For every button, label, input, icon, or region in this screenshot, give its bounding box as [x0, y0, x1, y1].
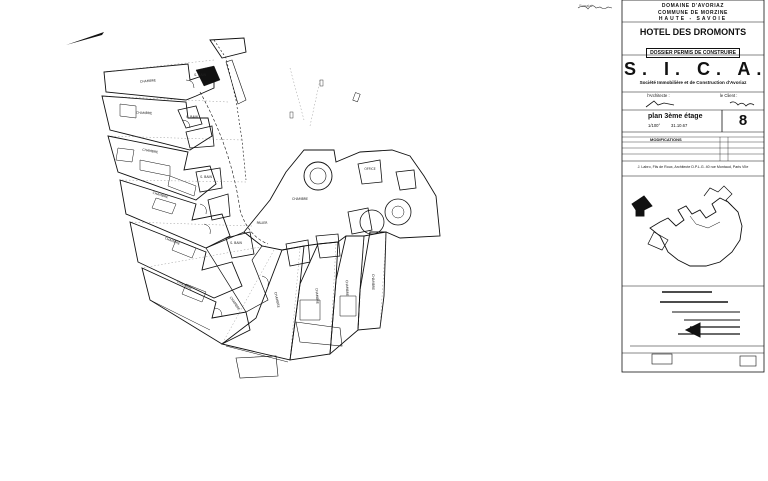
date-label: 31.10.67	[671, 123, 688, 128]
room-label: CHAMBRE	[152, 191, 168, 199]
domaine-line-3: HAUTE - SAVOIE	[658, 16, 728, 22]
east-wing-outline	[243, 149, 441, 251]
room-label: CHAMBRE	[273, 292, 280, 308]
room-label: CHAMBRE	[345, 280, 350, 296]
hotel-floor-plan	[101, 37, 441, 379]
scale-label: 1/100°	[648, 123, 661, 128]
company-name: S. I. C. A.	[624, 59, 768, 79]
room-label: CHAMBRE	[142, 148, 158, 155]
plan-title: plan 3ème étage	[648, 113, 703, 120]
west-wing-outline	[103, 63, 215, 101]
north-arrow-icon	[66, 32, 104, 45]
title-block-frame	[621, 0, 765, 373]
room-label: S. BAIN	[186, 115, 198, 119]
room-label: CHAMBRE	[371, 274, 375, 290]
modifications-label: MODIFICATIONS	[650, 137, 682, 142]
hotel-name: HOTEL DES DROMONTS	[639, 27, 747, 37]
architects-credit: J. Labro, Fils de Roux, Architecte D.P.L…	[637, 165, 749, 169]
company-full-name: Société Immobilière et de Construction d…	[639, 80, 747, 85]
room-label: S. BAIN	[194, 73, 206, 77]
room-label: S. BAIN	[200, 175, 212, 179]
room-label: OFFICE	[364, 167, 375, 171]
architect-label: l'Architecte :	[647, 93, 670, 98]
room-label: CHAMBRE	[176, 280, 192, 291]
room-label: CHAMBRE	[229, 296, 241, 311]
dossier-wrap: DOSSIER PERMIS DE CONSTRUIRE	[624, 42, 762, 58]
room-label: CHAMBRE	[140, 78, 156, 83]
domaine-line-1: DOMAINE D'AVORIAZ	[661, 3, 725, 9]
room-label: S. BAIN	[230, 241, 242, 245]
signatures-icon	[645, 100, 755, 108]
domaine-line-2: COMMUNE DE MORZINE	[658, 10, 728, 16]
room-labels: CHAMBRE CHAMBRE CHAMBRE CHAMBRE CHAMBRE CHAMB…	[136, 73, 376, 311]
room-label: CHAMBRE	[314, 288, 319, 304]
key-plan	[631, 185, 743, 267]
client-label: le Client :	[720, 93, 738, 98]
dossier-label: DOSSIER PERMIS DE CONSTRUIRE	[646, 48, 740, 58]
room-label: CHAMBRE	[292, 197, 308, 201]
top-scribble-text: Sunalal	[579, 3, 593, 8]
top-scribble	[577, 5, 613, 10]
corridor-line	[199, 91, 269, 245]
room-label: CHAMBRE	[136, 111, 152, 116]
room-label: PALIER	[257, 221, 269, 225]
room-label: CHAMBRE	[164, 236, 180, 246]
section-sketch	[630, 291, 764, 367]
sheet-number: 8	[738, 112, 748, 129]
